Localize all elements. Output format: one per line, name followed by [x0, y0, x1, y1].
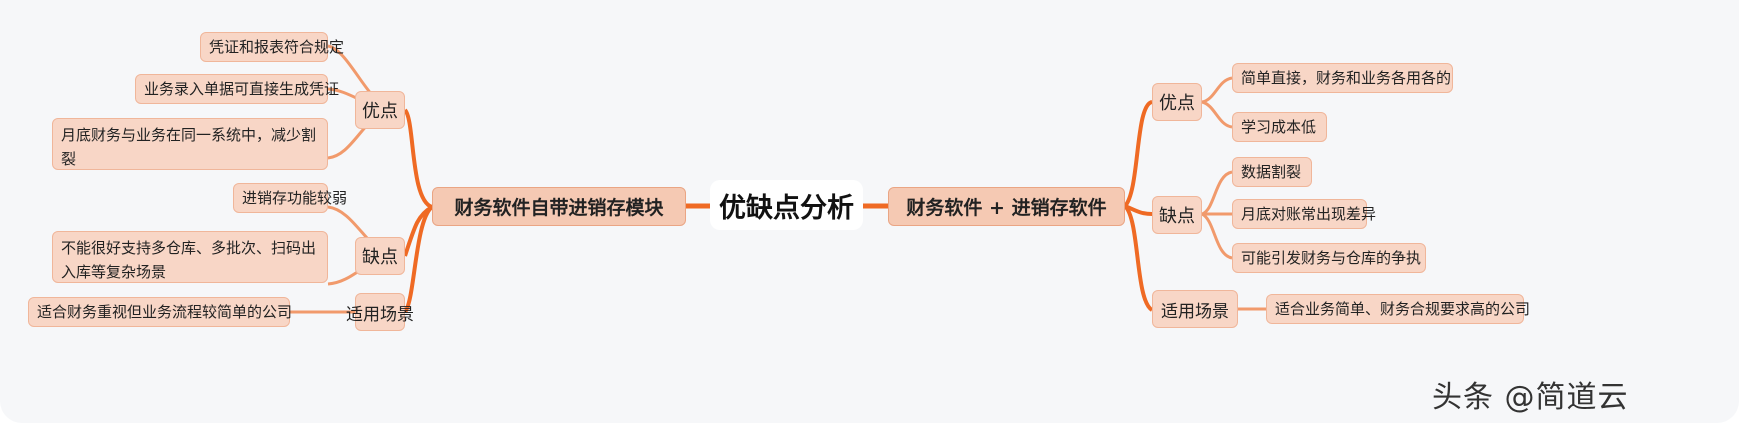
branch-right-scenario[interactable]: 适用场景 [1152, 290, 1238, 328]
leaf-right-pros-2[interactable]: 学习成本低 [1232, 112, 1327, 142]
main-node-right[interactable]: 财务软件 + 进销存软件 [888, 187, 1125, 226]
watermark: 头条 @简道云 [1432, 380, 1629, 415]
leaf-right-cons-1[interactable]: 数据割裂 [1232, 157, 1312, 187]
branch-right-cons[interactable]: 缺点 [1152, 196, 1202, 234]
leaf-left-scenario-1[interactable]: 适合财务重视但业务流程较简单的公司 [28, 297, 292, 327]
leaf-left-cons-2[interactable]: 不能很好支持多仓库、多批次、扫码出入库等复杂场景 [52, 231, 328, 283]
leaf-right-cons-3[interactable]: 可能引发财务与仓库的争执 [1232, 243, 1426, 273]
branch-right-pros[interactable]: 优点 [1152, 83, 1202, 121]
leaf-left-pros-1[interactable]: 凭证和报表符合规定 [200, 32, 344, 62]
leaf-left-pros-3[interactable]: 月底财务与业务在同一系统中，减少割裂 [52, 118, 328, 170]
branch-left-scenario[interactable]: 适用场景 [346, 293, 414, 331]
leaf-right-scenario-1[interactable]: 适合业务简单、财务合规要求高的公司 [1266, 294, 1530, 324]
root-node[interactable]: 优缺点分析 [710, 180, 863, 230]
branch-left-cons[interactable]: 缺点 [355, 237, 405, 275]
leaf-left-cons-1[interactable]: 进销存功能较弱 [233, 183, 347, 213]
leaf-right-cons-2[interactable]: 月底对账常出现差异 [1232, 199, 1376, 229]
branch-left-pros[interactable]: 优点 [355, 91, 405, 129]
main-node-left[interactable]: 财务软件自带进销存模块 [432, 187, 686, 226]
leaf-right-pros-1[interactable]: 简单直接，财务和业务各用各的 [1232, 63, 1453, 93]
leaf-left-pros-2[interactable]: 业务录入单据可直接生成凭证 [135, 74, 339, 104]
